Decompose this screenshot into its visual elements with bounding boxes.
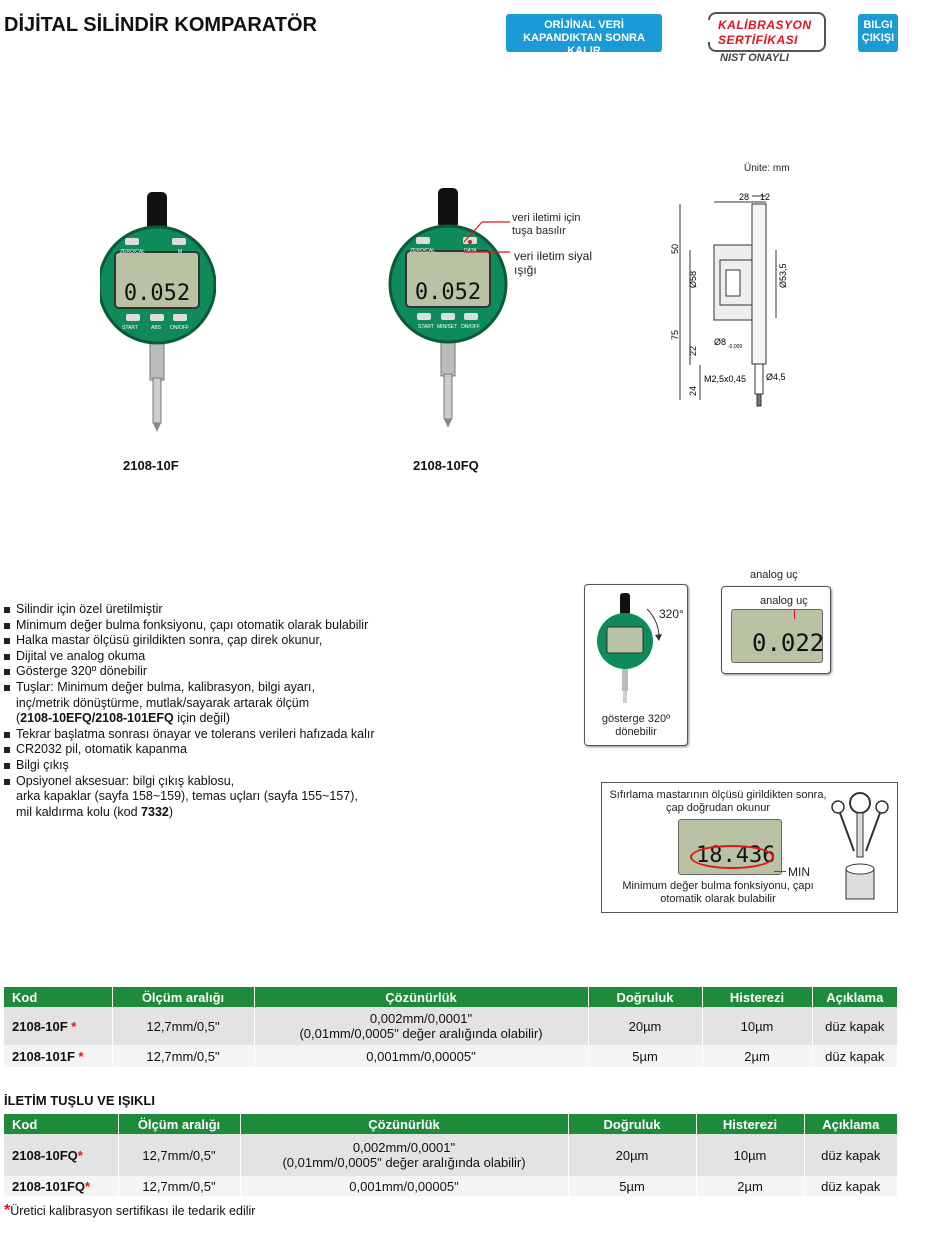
min-caption-bottom: Minimum değer bulma fonksiyonu, çapı oto…: [622, 880, 814, 905]
calibration-line2: SERTİFİKASI: [718, 33, 798, 47]
feature-item: Opsiyonel aksesuar: bilgi çıkış kablosu,: [4, 774, 424, 790]
svg-text:-0,009: -0,009: [728, 344, 742, 350]
feature-item: Silindir için özel üretilmiştir: [4, 602, 424, 618]
min-caption-top: Sıfırlama mastarının ölçüsü girildikten …: [609, 789, 827, 814]
svg-text:Ø58: Ø58: [688, 271, 698, 288]
model-label-left: 2108-10F: [123, 458, 179, 473]
feature-item: Halka mastar ölçüsü girildikten sonra, ç…: [4, 633, 424, 649]
rotate-caption: gösterge 320º dönebilir: [601, 713, 671, 738]
svg-text:START: START: [418, 324, 434, 330]
calibration-certificate-logo: KALİBRASYON SERTİFİKASI NIST ONAYLI: [706, 12, 836, 64]
feature-list: Silindir için özel üretilmiştir Minimum …: [4, 602, 424, 820]
svg-text:ON/OFF: ON/OFF: [170, 325, 189, 331]
svg-text:START: START: [122, 325, 138, 331]
svg-text:ZERO/CAL: ZERO/CAL: [410, 248, 435, 254]
analog-label: analog uç: [760, 595, 808, 607]
data-hold-badge: ORİJİNAL VERİ KAPANDIKTAN SONRA KALIR: [506, 14, 662, 57]
table-row: 2108-10F * 12,7mm/0,5" 0,002mm/0,0001"(0…: [4, 1007, 898, 1045]
spec-table-1: Kod Ölçüm aralığı Çözünürlük Doğruluk Hi…: [4, 987, 898, 1067]
svg-text:22: 22: [688, 346, 698, 356]
svg-text:Ø53,5: Ø53,5: [778, 263, 788, 288]
callout-send: veri iletimi için tuşa basılır: [512, 212, 581, 237]
page-title: DİJİTAL SİLİNDİR KOMPARATÖR: [4, 14, 317, 36]
spec-table-2: Kod Ölçüm aralığı Çözünürlük Doğruluk Hi…: [4, 1114, 898, 1196]
svg-text:Ø8: Ø8: [714, 337, 726, 347]
data-output-badge: BILGI ÇIKIŞI: [858, 14, 898, 52]
svg-text:12: 12: [760, 192, 770, 202]
table-row: 2108-101FQ* 12,7mm/0,5" 0,001mm/0,00005"…: [4, 1176, 898, 1196]
feature-item: Tuşlar: Minimum değer bulma, kalibrasyon…: [4, 680, 424, 696]
svg-text:75: 75: [670, 330, 680, 340]
display-readout: 0.052: [124, 281, 190, 306]
min-label: MIN: [788, 865, 810, 879]
model-label-right: 2108-10FQ: [413, 458, 479, 473]
svg-text:24: 24: [688, 386, 698, 396]
callout-light: veri iletim siyal ışığı: [514, 249, 593, 277]
table-row: 2108-101F * 12,7mm/0,5" 0,001mm/0,00005"…: [4, 1045, 898, 1067]
footnote: *Üretici kalibrasyon sertifikası ile ted…: [4, 1202, 256, 1219]
svg-text:M2,5x0,45: M2,5x0,45: [704, 374, 746, 384]
svg-text:50: 50: [670, 244, 680, 254]
unit-label: Ünite: mm: [744, 163, 790, 174]
feature-item: Bilgi çıkış: [4, 758, 424, 774]
feature-item: Gösterge 320º dönebilir: [4, 664, 424, 680]
section-title: İLETİM TUŞLU VE IŞIKLI: [4, 1093, 155, 1108]
svg-text:MIN/SET: MIN/SET: [437, 324, 457, 330]
feature-item-cont: inç/metrik dönüştürme, mutlak/sayarak ar…: [16, 695, 310, 710]
svg-text:ABS: ABS: [151, 325, 162, 331]
analog-figure: analog uç 0.022: [721, 586, 831, 674]
rotate-angle: 320°: [659, 607, 684, 621]
svg-text:28: 28: [739, 192, 749, 202]
feature-item: Minimum değer bulma fonksiyonu, çapı oto…: [4, 618, 424, 634]
calibration-line1: KALİBRASYON: [718, 18, 812, 32]
feature-item-cont: (2108-10EFQ/2108-101EFQ için değil): [16, 711, 231, 726]
svg-text:ZERO/CAL: ZERO/CAL: [120, 249, 145, 255]
rotate-figure: 320° gösterge 320º dönebilir: [584, 584, 688, 746]
technical-drawing: 28 12 50 Ø58 Ø53,5 75 Ø8 -0,009 22 24 M2…: [670, 192, 788, 407]
calibration-line3: NIST ONAYLI: [720, 52, 789, 64]
svg-text:M: M: [178, 249, 182, 255]
svg-text:ON/OFF: ON/OFF: [461, 324, 480, 330]
feature-item-cont: mil kaldırma kolu (kod 7332): [16, 804, 174, 819]
feature-item: Dijital ve analog okuma: [4, 649, 424, 665]
feature-item-cont: arka kapaklar (sayfa 158~159), temas uçl…: [16, 789, 358, 804]
callout-lines: [463, 221, 510, 253]
feature-item: CR2032 pil, otomatik kapanma: [4, 742, 424, 758]
analog-title: analog uç: [750, 569, 798, 581]
svg-text:DATA: DATA: [464, 248, 477, 254]
svg-text:Ø4,5: Ø4,5: [766, 372, 786, 382]
min-figure: Sıfırlama mastarının ölçüsü girildikten …: [601, 782, 898, 913]
feature-item: Tekrar başlatma sonrası önayar ve tolera…: [4, 727, 424, 743]
display-readout: 0.052: [415, 280, 481, 305]
table-row: 2108-10FQ* 12,7mm/0,5" 0,002mm/0,0001"(0…: [4, 1134, 898, 1176]
analog-display: 0.022: [752, 629, 825, 657]
indicator-image-2108-10F: 0.052 ZERO/CAL M START ABS ON/OFF: [100, 192, 216, 432]
